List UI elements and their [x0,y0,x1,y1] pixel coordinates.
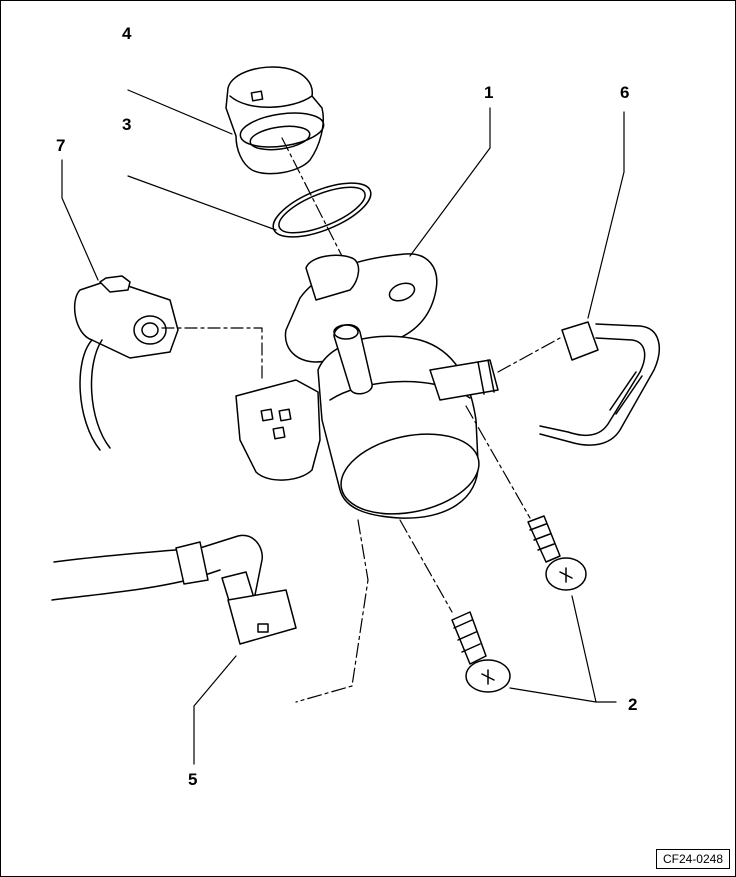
callout-3: 3 [122,115,132,134]
leader-2a [571,595,617,703]
leader-2b [509,687,597,703]
callout-7: 7 [56,136,66,155]
leader-5 [193,655,237,765]
leader-4 [127,89,233,135]
part-7-plug [73,275,179,451]
pump-connector-socket [235,379,321,481]
part-4-cap [225,66,325,175]
leader-6 [587,111,625,319]
leader-7 [61,159,99,281]
figure-reference-label: CF24-0248 [655,849,730,869]
callout-2: 2 [628,695,638,714]
callout-1: 1 [484,83,494,102]
part-5-hose-connector [51,534,297,645]
axis-line-fuel [497,337,561,373]
axis-line-plug [161,327,263,381]
callout-6: 6 [620,83,630,102]
leader-3 [127,175,277,231]
part-1-pump [284,253,499,519]
part-6-fuel-line [539,321,661,446]
axis-line-hose [295,519,369,703]
leader-1 [409,107,491,257]
part-2-screw-lower [451,611,511,693]
axis-line-cap [281,137,346,263]
axis-line-screw-lower [399,519,453,613]
part-2-screw-upper [527,515,587,591]
callout-5: 5 [188,770,198,789]
callout-4: 4 [122,24,132,43]
part-3-o-ring [272,182,372,238]
axis-line-screw-upper [465,405,531,519]
